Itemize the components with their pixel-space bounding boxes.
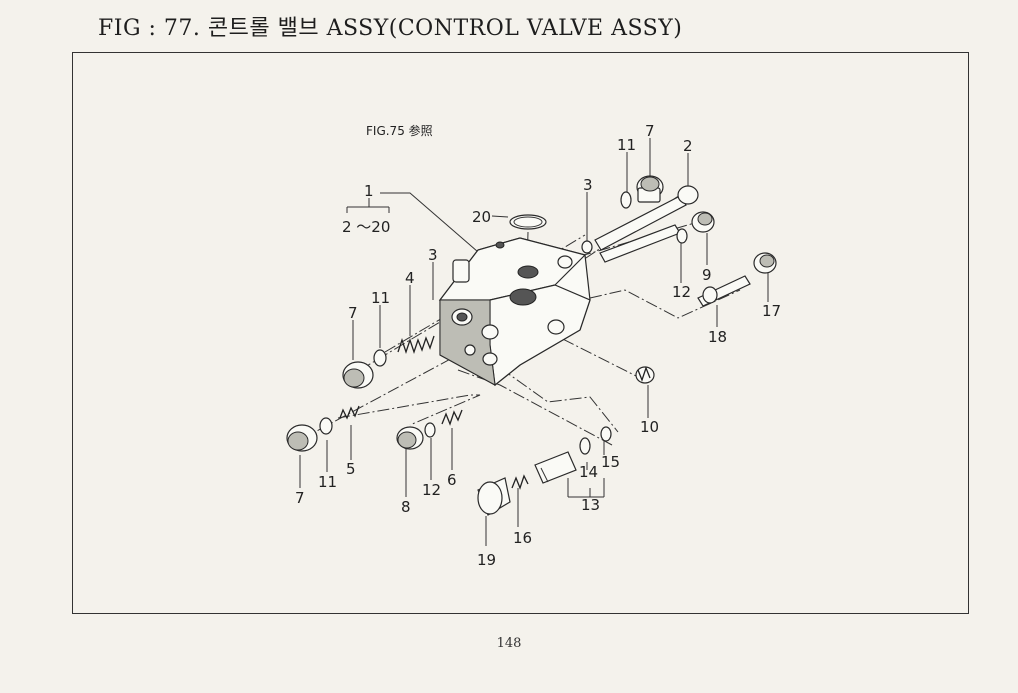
callout-15: 15 xyxy=(601,453,620,471)
upper-right-parts xyxy=(620,175,715,244)
poppet-17-18 xyxy=(697,252,777,307)
left-lower-parts xyxy=(286,405,360,452)
callout-6: 6 xyxy=(447,471,457,489)
callout-19: 19 xyxy=(477,551,496,569)
callout-8: 8 xyxy=(401,498,411,516)
callout-16: 16 xyxy=(513,529,532,547)
callout-11-top: 11 xyxy=(617,136,636,154)
callout-5: 5 xyxy=(346,460,356,478)
callout-3-left: 3 xyxy=(428,246,438,264)
callout-13: 13 xyxy=(581,496,600,514)
callout-2: 2 xyxy=(683,137,693,155)
callout-4: 4 xyxy=(405,269,415,287)
reference-note: FIG.75 参照 xyxy=(366,123,433,138)
callout-7-left: 7 xyxy=(348,304,358,322)
figure-title: FIG : 77. 콘트롤 밸브 ASSY(CONTROL VALVE ASSY… xyxy=(98,16,683,41)
plug-10 xyxy=(635,366,655,384)
page-number: 148 xyxy=(496,636,522,651)
callout-10: 10 xyxy=(640,418,659,436)
relief-valve-parts xyxy=(477,426,612,516)
callout-3-top: 3 xyxy=(583,176,593,194)
callout-labels: 1 2 ～20 20 3 11 7 2 12 9 17 18 3 4 11 7 … xyxy=(295,122,781,569)
valve-body xyxy=(438,237,591,387)
diagram-frame xyxy=(72,52,969,614)
callout-12-bottom: 12 xyxy=(422,481,441,499)
callout-20: 20 xyxy=(472,208,491,226)
callout-7-bottom: 7 xyxy=(295,489,305,507)
callout-9: 9 xyxy=(702,266,712,284)
callout-17: 17 xyxy=(762,302,781,320)
callout-1: 1 xyxy=(364,182,374,200)
spool-upper xyxy=(581,195,687,263)
left-upper-parts xyxy=(342,335,435,389)
callout-11-bottom: 11 xyxy=(318,473,337,491)
middle-lower-parts xyxy=(396,409,463,450)
callout-12-right: 12 xyxy=(672,283,691,301)
callout-7-top: 7 xyxy=(645,122,655,140)
callout-18: 18 xyxy=(708,328,727,346)
callout-14: 14 xyxy=(579,463,598,481)
callout-11-left: 11 xyxy=(371,289,390,307)
range-label: 2 ～20 xyxy=(342,218,390,236)
